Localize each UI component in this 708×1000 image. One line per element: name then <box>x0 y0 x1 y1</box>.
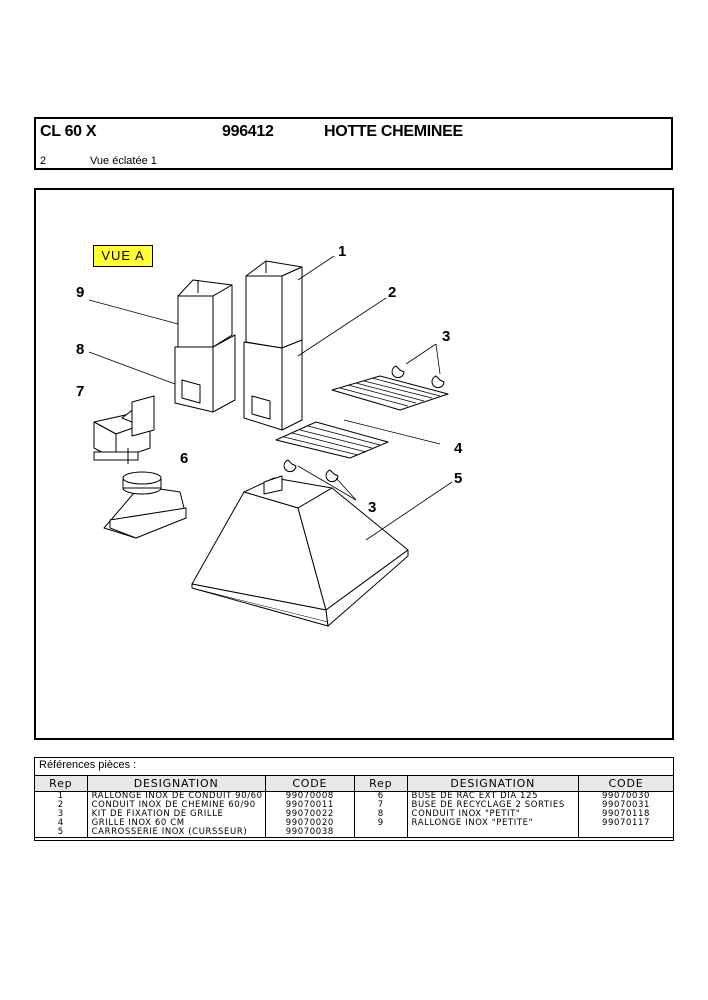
callout-1: 1 <box>338 243 346 260</box>
code: 99070038 <box>264 828 355 838</box>
exploded-view-diagram: 1 2 3 3 4 5 6 7 8 9 VUE A <box>34 188 674 740</box>
parts-references: Références pièces : Rep DESIGNATION CODE… <box>34 757 674 841</box>
part-1-extension <box>245 260 303 349</box>
leader-lines <box>88 255 453 541</box>
table-row: 5 CARROSSERIE INOX (CURSSEUR) 99070038 <box>34 828 674 838</box>
part-3-clips-top <box>391 365 445 389</box>
code: 99070118 <box>578 810 674 819</box>
callout-9: 9 <box>76 284 84 301</box>
code <box>578 828 674 838</box>
col-code-right: CODE <box>578 775 674 792</box>
table-row: 1 RALLONGE INOX DE CONDUIT 90/60 9907000… <box>34 791 674 801</box>
part-5-hood-body <box>191 475 409 627</box>
col-code-left: CODE <box>264 775 355 792</box>
callout-2: 2 <box>388 284 396 301</box>
code: 99070117 <box>578 819 674 828</box>
designation: BUSE DE RECYCLAGE 2 SORTIES <box>406 801 580 810</box>
code: 99070030 <box>578 791 674 801</box>
col-rep-right: Rep <box>353 775 408 792</box>
part-8-small-duct <box>174 334 236 413</box>
rep <box>353 828 408 838</box>
code: 99070008 <box>264 791 355 801</box>
part-2-duct <box>243 339 303 431</box>
callout-4: 4 <box>454 440 463 457</box>
page-number: 2 <box>40 155 47 167</box>
designation: CONDUIT INOX "PETIT" <box>406 810 580 819</box>
rep: 5 <box>34 828 88 838</box>
exploded-view-drawing: 1 2 3 3 4 5 6 7 8 9 <box>76 243 463 627</box>
col-designation-left: DESIGNATION <box>86 775 266 792</box>
code: 99070020 <box>264 819 355 828</box>
designation: RALLONGE INOX "PETITE" <box>406 819 580 828</box>
part-6-external-nozzle <box>103 471 187 539</box>
callout-5: 5 <box>454 470 462 487</box>
part-7-recycling-nozzle <box>93 395 155 464</box>
designation: BUSE DE RAC EXT DIA 125 <box>406 791 580 801</box>
grille-slats <box>283 377 441 456</box>
callout-3-bottom: 3 <box>368 499 376 516</box>
callout-7: 7 <box>76 383 84 400</box>
code: 99070011 <box>264 801 355 810</box>
col-designation-right: DESIGNATION <box>406 775 580 792</box>
designation <box>406 828 580 838</box>
callout-3-top: 3 <box>442 328 450 345</box>
references-title: Références pièces : <box>39 759 137 771</box>
parts-table: Rep DESIGNATION CODE Rep DESIGNATION COD… <box>34 775 674 838</box>
part-9-small-extension <box>177 279 233 348</box>
code: 99070022 <box>264 810 355 819</box>
rep: 9 <box>353 819 408 828</box>
table-row: 2 CONDUIT INOX DE CHEMINE 60/90 99070011… <box>34 801 674 810</box>
model-name: CL 60 X <box>40 123 97 140</box>
part-3-clips-bottom <box>283 459 339 483</box>
page-name: Vue éclatée 1 <box>90 155 157 167</box>
product-title: HOTTE CHEMINEE <box>324 123 463 140</box>
designation: CARROSSERIE INOX (CURSSEUR) <box>86 828 266 838</box>
view-label: VUE A <box>93 245 153 267</box>
code: 99070031 <box>578 801 674 810</box>
model-code: 996412 <box>222 123 274 140</box>
header-box: CL 60 X 996412 HOTTE CHEMINEE 2 Vue écla… <box>34 117 673 170</box>
callout-8: 8 <box>76 341 84 358</box>
callout-6: 6 <box>180 450 188 467</box>
table-row: 3 KIT DE FIXATION DE GRILLE 99070022 8 C… <box>34 810 674 819</box>
callout-numbers: 1 2 3 3 4 5 6 7 8 9 <box>76 243 463 516</box>
table-header-row: Rep DESIGNATION CODE Rep DESIGNATION COD… <box>34 775 674 792</box>
table-row: 4 GRILLE INOX 60 CM 99070020 9 RALLONGE … <box>34 819 674 828</box>
col-rep-left: Rep <box>34 775 88 792</box>
